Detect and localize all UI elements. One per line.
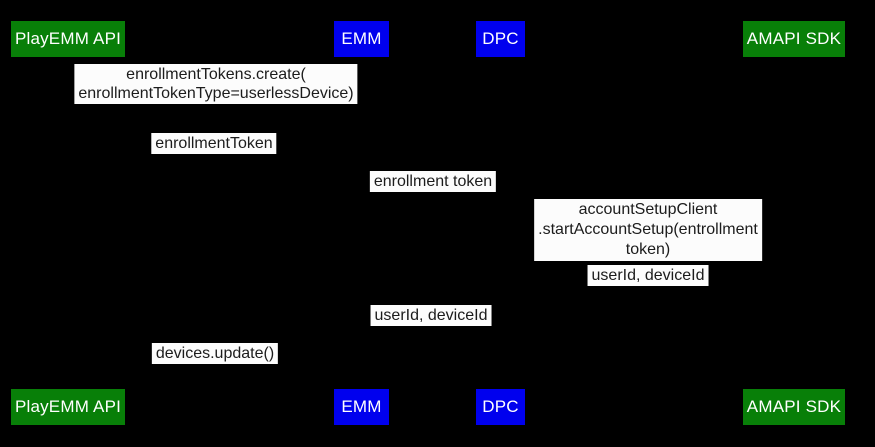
actor-amapi-sdk-bottom: AMAPI SDK bbox=[743, 389, 845, 425]
actor-dpc-bottom: DPC bbox=[476, 389, 525, 425]
message-enrollment-tokens-create: enrollmentTokens.create( enrollmentToken… bbox=[74, 64, 358, 104]
actor-dpc-top: DPC bbox=[476, 21, 525, 57]
message-userid-deviceid-1: userId, deviceId bbox=[587, 265, 709, 286]
message-enrollment-token-camel: enrollmentToken bbox=[151, 133, 277, 154]
message-enrollment-token: enrollment token bbox=[369, 171, 497, 192]
actor-emm-top: EMM bbox=[334, 21, 389, 57]
actor-playemm-api-bottom: PlayEMM API bbox=[11, 389, 125, 425]
actor-playemm-api-top: PlayEMM API bbox=[11, 21, 125, 57]
message-userid-deviceid-2: userId, deviceId bbox=[370, 305, 492, 326]
message-start-account-setup: accountSetupClient .startAccountSetup(en… bbox=[534, 199, 762, 261]
message-devices-update: devices.update() bbox=[151, 343, 279, 364]
actor-amapi-sdk-top: AMAPI SDK bbox=[743, 21, 845, 57]
actor-emm-bottom: EMM bbox=[334, 389, 389, 425]
